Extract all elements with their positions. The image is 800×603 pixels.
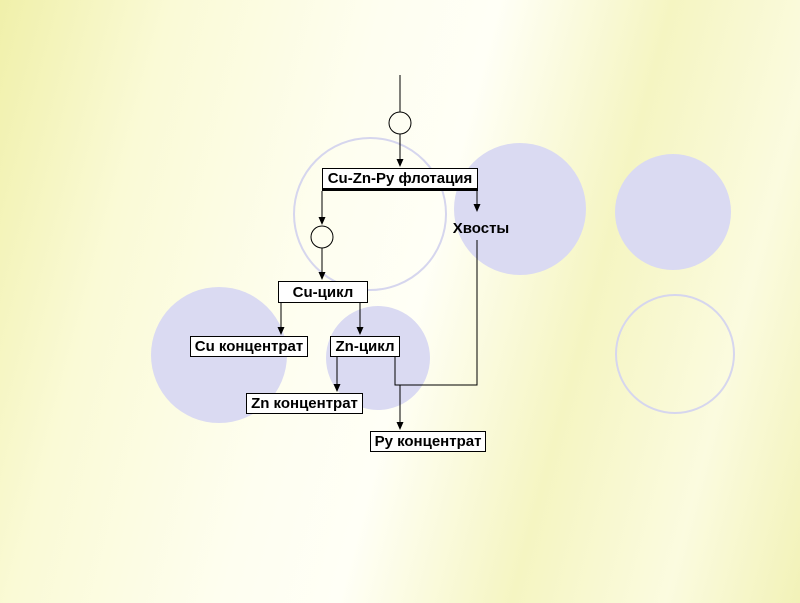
decorative-circle-filled bbox=[615, 154, 731, 270]
flotation-box: Cu-Zn-Py флотация bbox=[322, 168, 478, 191]
arrowhead-icon bbox=[356, 327, 364, 335]
cu-cycle-box: Cu-цикл bbox=[278, 281, 368, 303]
tails-label: Хвосты bbox=[452, 219, 510, 237]
cu-cycle-label: Cu-цикл bbox=[292, 283, 354, 301]
py-concentrate-label: Py концентрат bbox=[374, 433, 482, 450]
cu-concentrate-label: Cu концентрат bbox=[194, 338, 304, 355]
decorative-circle-outline bbox=[615, 294, 735, 414]
arrowhead-icon bbox=[473, 204, 481, 212]
arrowhead-icon bbox=[396, 422, 404, 430]
cu-concentrate-box: Cu концентрат bbox=[190, 336, 308, 357]
zn-concentrate-box: Zn концентрат bbox=[246, 393, 363, 414]
arrowhead-icon bbox=[333, 384, 341, 392]
process-circle-node bbox=[388, 111, 412, 135]
process-circle-node bbox=[310, 225, 334, 249]
flotation-label: Cu-Zn-Py флотация bbox=[327, 170, 473, 187]
zn-cycle-box: Zn-цикл bbox=[330, 336, 400, 357]
decorative-circle-outline bbox=[293, 137, 447, 291]
arrowhead-icon bbox=[277, 327, 285, 335]
arrowhead-icon bbox=[396, 159, 404, 167]
arrowhead-icon bbox=[318, 272, 326, 280]
zn-concentrate-label: Zn концентрат bbox=[251, 395, 358, 412]
py-concentrate-box: Py концентрат bbox=[370, 431, 486, 452]
zn-cycle-label: Zn-цикл bbox=[335, 338, 395, 355]
arrowhead-icon bbox=[318, 217, 326, 225]
decorative-circle-filled bbox=[326, 306, 430, 410]
